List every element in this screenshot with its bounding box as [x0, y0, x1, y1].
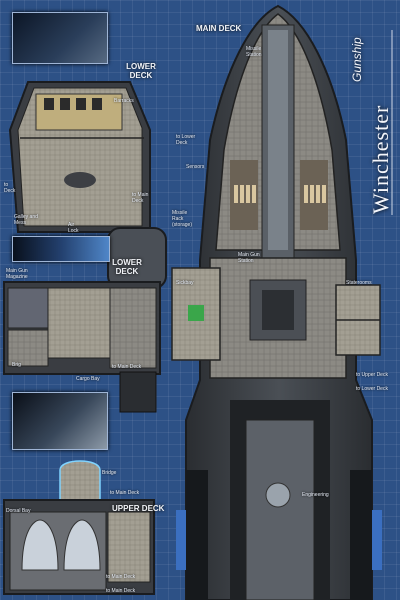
to-upper-deck-label: to Upper Deck	[356, 372, 388, 378]
upper-deck	[3, 460, 155, 595]
engineering-label: Engineering	[302, 492, 329, 498]
sickbay-label: Sickbay	[176, 280, 194, 286]
to-main-deck-label-1: to Main Deck	[132, 192, 149, 204]
exterior-view-side-thumbnail	[12, 236, 110, 262]
to-deck-label: to Deck	[4, 182, 16, 194]
staterooms-label: Staterooms	[346, 280, 372, 286]
to-main-deck-label-4: to Main Deck	[106, 574, 136, 580]
lower-deck-heading-mid: LOWER DECK	[112, 258, 142, 276]
main-gun-magazine-label: Main Gun Magazine	[6, 268, 28, 280]
cargo-bay-label: Cargo Bay	[76, 376, 100, 382]
air-lock-label: Air Lock	[68, 222, 79, 234]
bridge-label: Bridge	[102, 470, 117, 476]
lower-deck-heading-top: LOWER DECK	[126, 62, 156, 80]
main-gun-station-label: Main Gun Station	[238, 252, 260, 264]
main-deck-heading: MAIN DECK	[196, 24, 242, 33]
brig-label: Brig	[12, 362, 21, 368]
ship-title: Winchester	[368, 104, 393, 214]
to-main-deck-label-3: to Main Deck	[110, 490, 140, 496]
to-main-deck-label-2: to Main Deck	[112, 364, 142, 370]
sensors-label: Sensors	[186, 164, 205, 170]
main-hull	[171, 4, 382, 600]
galley-label: Galley and Mess	[14, 214, 38, 226]
barracks-label: Barracks	[114, 98, 134, 104]
to-lower-deck-label-2: to Lower Deck	[356, 386, 388, 392]
exterior-view-top-thumbnail	[12, 12, 108, 64]
exterior-view-front-thumbnail	[12, 392, 108, 450]
missile-station-label: Missile Station	[246, 46, 262, 58]
missile-rack-label: Missile Rack (storage)	[172, 210, 193, 228]
lower-deck-top	[8, 81, 151, 233]
dorsal-bay-label: Dorsal Bay	[6, 508, 31, 514]
to-lower-deck-label: to Lower Deck	[176, 134, 196, 146]
to-main-deck-label-5: to Main Deck	[106, 588, 136, 594]
upper-deck-heading: UPPER DECK	[112, 504, 165, 513]
ship-subtitle: Gunship	[350, 37, 364, 82]
